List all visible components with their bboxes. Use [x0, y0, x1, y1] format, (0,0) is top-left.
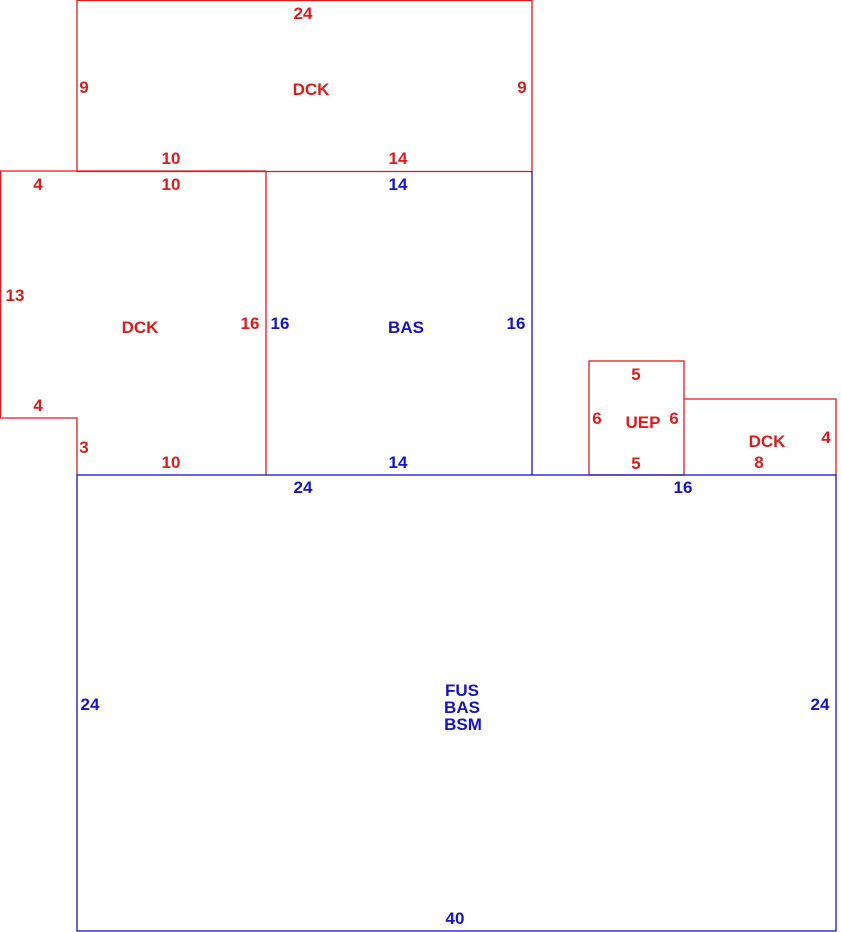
dim-right-deck-bottom: 8: [754, 453, 763, 472]
red-area-labels: DCK DCK UEP DCK: [122, 80, 787, 451]
red-outlines: [0, 0, 837, 476]
dim-main-right: 24: [811, 695, 830, 714]
area-center-base: BAS: [388, 318, 424, 337]
dim-top-deck-bottom-left: 10: [162, 149, 181, 168]
dim-center-base-left: 16: [271, 314, 290, 333]
top-deck-outline: [76, 0, 533, 173]
dim-left-deck-bottom: 10: [162, 453, 181, 472]
area-right-deck: DCK: [749, 432, 787, 451]
area-porch: UEP: [626, 413, 661, 432]
dim-left-deck-top: 10: [162, 175, 181, 194]
dim-left-deck-step-side: 3: [79, 438, 88, 457]
area-main-line1: FUS: [445, 681, 479, 700]
dim-main-top-right: 16: [674, 478, 693, 497]
main-building-outline: [76, 474, 837, 932]
dim-top-deck-left: 9: [79, 78, 88, 97]
left-deck-outline: [0, 170, 266, 475]
blue-area-labels: BAS FUS BAS BSM: [388, 318, 482, 734]
blue-outlines: [76, 171, 837, 932]
blue-dimension-labels: 14 16 16 14 24 16 24 24 40: [81, 175, 830, 928]
dim-center-base-bottom: 14: [389, 453, 408, 472]
area-left-deck: DCK: [122, 318, 160, 337]
dim-porch-top: 5: [631, 365, 640, 384]
dim-top-deck-bottom-right: 14: [389, 149, 408, 168]
dim-main-bottom: 40: [446, 909, 465, 928]
dim-porch-right: 6: [669, 409, 678, 428]
red-dimension-labels: 24 9 9 10 14 4 10 13 4 3 16 10 5 6 6 5 4…: [6, 4, 832, 473]
dim-center-base-top: 14: [389, 175, 408, 194]
dim-center-base-right: 16: [507, 314, 526, 333]
area-main-line2: BAS: [444, 698, 480, 717]
dim-left-deck-top-step: 4: [33, 175, 43, 194]
dim-main-top-left: 24: [294, 478, 313, 497]
dim-right-deck-right: 4: [821, 428, 831, 447]
dim-porch-left: 6: [592, 409, 601, 428]
dim-left-deck-right: 16: [241, 314, 260, 333]
right-deck-outline: [684, 398, 837, 475]
dim-main-left: 24: [81, 695, 100, 714]
dim-top-deck-top: 24: [294, 4, 313, 23]
dim-left-deck-step: 4: [33, 396, 43, 415]
area-main-line3: BSM: [444, 715, 482, 734]
dim-porch-bottom: 5: [631, 454, 640, 473]
dim-top-deck-right: 9: [517, 78, 526, 97]
area-top-deck: DCK: [293, 80, 331, 99]
dim-left-deck-left: 13: [6, 286, 25, 305]
